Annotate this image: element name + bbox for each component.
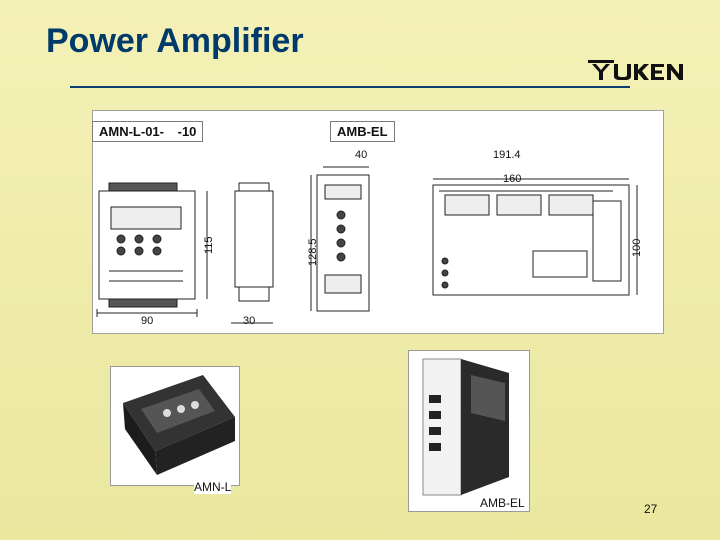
dimension-100: 100 xyxy=(631,238,643,257)
amb-el-front-view xyxy=(310,166,370,312)
page-number: 27 xyxy=(644,502,658,516)
slide-title: Power Amplifier xyxy=(46,22,304,60)
amn-l-side-view xyxy=(231,182,274,324)
amn-l-device-image xyxy=(123,375,235,475)
amn-l-model-label: AMN-L-01- -10 xyxy=(92,121,204,142)
dimension-drawing-panel: AMN-L-01- -10 AMB-EL 90 115 30 128.5 40 … xyxy=(92,110,664,334)
dimension-191-4: 191.4 xyxy=(493,149,521,161)
dimension-128-5: 128.5 xyxy=(307,238,319,266)
amn-l-front-view xyxy=(96,182,208,317)
dimension-30: 30 xyxy=(243,315,256,327)
yuken-logo xyxy=(588,58,686,87)
amb-el-device-image xyxy=(422,358,509,496)
dimension-115: 115 xyxy=(203,236,215,254)
amn-l-model-label-a: AMN-L-01- xyxy=(99,124,164,139)
yuken-logo-mark xyxy=(588,60,683,80)
amb-el-board-view xyxy=(432,178,638,296)
amb-el-product-photo xyxy=(408,350,530,512)
title-divider xyxy=(70,86,630,88)
dimension-40: 40 xyxy=(355,149,368,161)
amn-l-model-label-b: -10 xyxy=(177,124,197,139)
dimension-drawings xyxy=(96,166,638,324)
amn-l-photo-caption: AMN-L xyxy=(194,480,232,494)
dimension-160: 160 xyxy=(503,173,522,185)
amb-el-model-label: AMB-EL xyxy=(330,121,395,142)
amb-el-photo-caption: AMB-EL xyxy=(480,496,525,510)
dimension-90: 90 xyxy=(141,315,154,327)
amn-l-product-photo xyxy=(110,366,240,486)
